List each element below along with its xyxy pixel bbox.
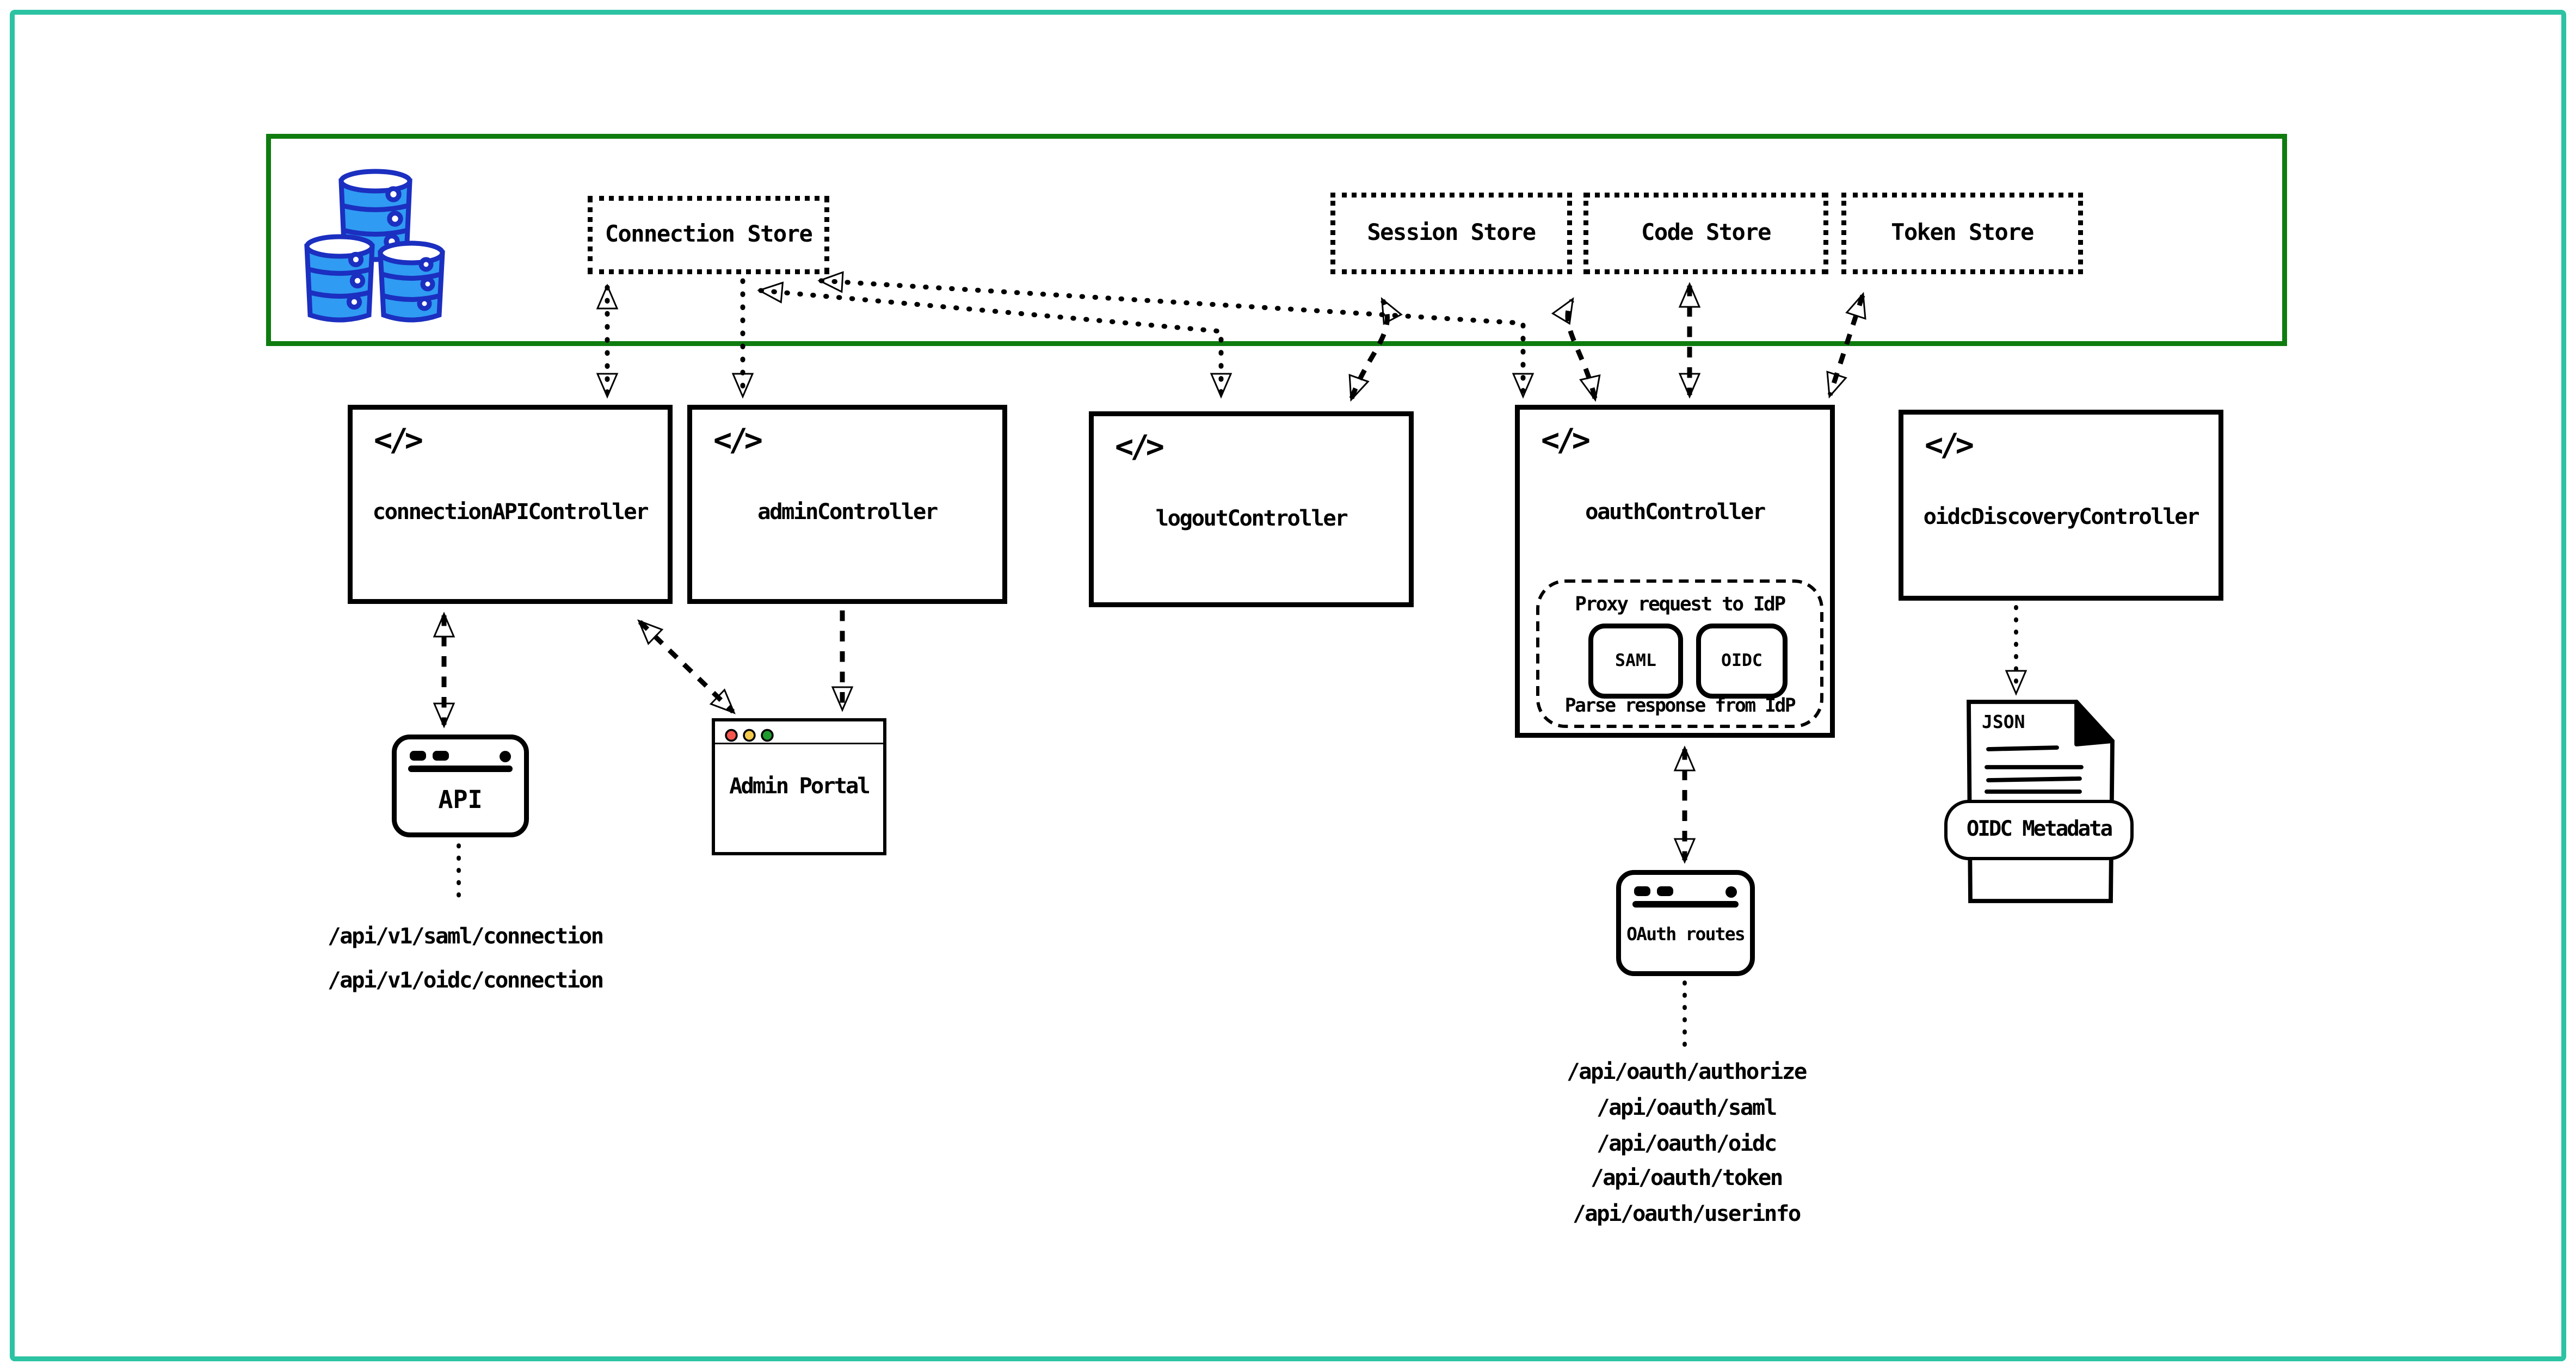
endpoint-path: /api/oauth/userinfo (1573, 1201, 1801, 1228)
oidc-metadata-document: JSON OIDC Metadata (1944, 699, 2139, 908)
code-icon: </> (1541, 423, 1591, 459)
saml-label: SAML (1615, 651, 1656, 671)
api-window-label: API (438, 785, 483, 814)
code-icon: </> (1925, 428, 1974, 464)
window-dot (433, 751, 449, 760)
oauth-endpoints: /api/oauth/authorize /api/oauth/saml /ap… (1507, 1056, 1866, 1234)
code-icon: </> (374, 423, 423, 459)
proxy-request-label: Proxy request to IdP (1575, 593, 1786, 615)
logout-controller-box: </> logoutController (1089, 411, 1414, 607)
window-dot (1725, 885, 1737, 897)
window-dot (1657, 886, 1673, 896)
idp-proxy-box: Proxy request to IdP SAML OIDC Parse res… (1536, 579, 1823, 728)
admin-controller-label: adminController (757, 499, 938, 526)
code-store-box: Code Store (1583, 193, 1828, 274)
window-dot (410, 751, 426, 760)
oidc-discovery-controller-label: oidcDiscoveryController (1923, 504, 2200, 530)
json-file-type-label: JSON (1982, 711, 2025, 732)
window-bar (408, 766, 513, 772)
window-titlebar (715, 721, 883, 744)
oidc-metadata-label: OIDC Metadata (1966, 818, 2113, 842)
saml-protocol-box: SAML (1588, 624, 1683, 699)
endpoint-path: /api/oauth/token (1591, 1166, 1783, 1193)
oidc-discovery-controller-box: </> oidcDiscoveryController (1899, 410, 2223, 601)
oauth-routes-window-icon: OAuth routes (1616, 870, 1755, 976)
database-barrels-icon (304, 169, 445, 323)
connection-store-label: Connection Store (605, 222, 813, 248)
connection-api-controller-label: connectionAPIController (372, 499, 649, 526)
endpoint-path: /api/oauth/authorize (1567, 1059, 1807, 1085)
token-store-label: Token Store (1891, 220, 2034, 246)
oidc-protocol-box: OIDC (1696, 624, 1788, 699)
oauth-controller-box: </> oauthController Proxy request to IdP… (1515, 405, 1835, 738)
window-dot (500, 750, 511, 762)
oauth-routes-label: OAuth routes (1626, 924, 1746, 945)
endpoint-path: /api/v1/saml/connection (328, 924, 604, 950)
code-store-label: Code Store (1641, 220, 1771, 246)
oidc-metadata-label-band: OIDC Metadata (1944, 800, 2134, 860)
window-bar (1632, 901, 1739, 907)
connection-api-endpoints: /api/v1/saml/connection /api/v1/oidc/con… (269, 916, 661, 1004)
oidc-label: OIDC (1721, 651, 1762, 671)
page-border (10, 10, 2566, 1361)
token-store-box: Token Store (1841, 193, 2083, 274)
parse-response-label: Parse response from IdP (1564, 694, 1796, 717)
oauth-controller-label: oauthController (1585, 499, 1766, 526)
session-store-label: Session Store (1367, 220, 1536, 246)
endpoint-path: /api/oauth/saml (1597, 1095, 1777, 1121)
api-browser-window-icon: API (392, 735, 529, 837)
window-dot (1634, 886, 1650, 896)
admin-portal-label: Admin Portal (729, 774, 871, 800)
traffic-light-icons (725, 729, 774, 742)
connection-store-box: Connection Store (588, 196, 829, 274)
logout-controller-label: logoutController (1155, 506, 1348, 532)
admin-controller-box: </> adminController (687, 405, 1007, 604)
endpoint-path: /api/v1/oidc/connection (328, 968, 604, 994)
endpoint-path: /api/oauth/oidc (1597, 1130, 1777, 1157)
connection-api-controller-box: </> connectionAPIController (348, 405, 673, 604)
code-icon: </> (1115, 429, 1164, 465)
admin-portal-window-icon: Admin Portal (712, 718, 886, 855)
code-icon: </> (713, 423, 763, 459)
session-store-box: Session Store (1330, 193, 1572, 274)
